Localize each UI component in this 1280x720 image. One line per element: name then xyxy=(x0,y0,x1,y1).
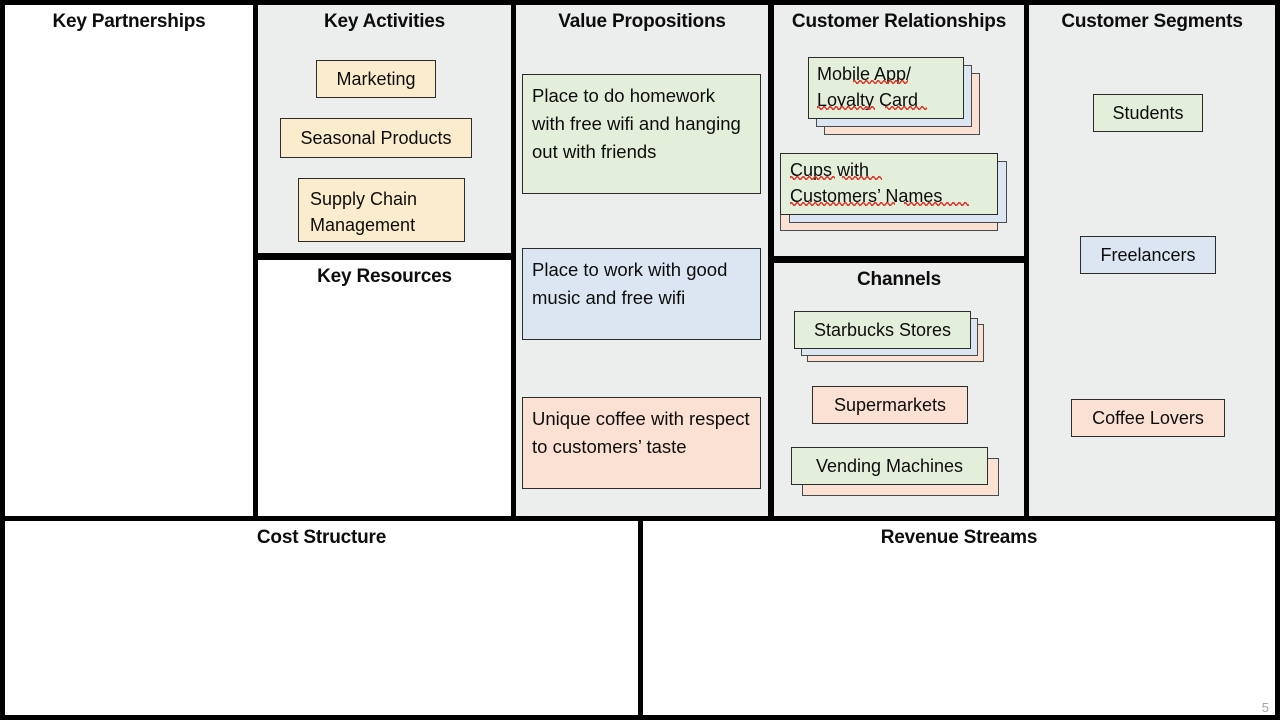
note-value-prop-homework[interactable]: Place to do homework with free wifi and … xyxy=(522,74,761,194)
block-customer-segments[interactable]: Customer Segments Students Freelancers C… xyxy=(1024,0,1280,521)
block-key-resources[interactable]: Key Resources xyxy=(253,255,516,521)
block-cost-structure[interactable]: Cost Structure xyxy=(0,516,643,720)
note-stack-cups-with-customers-names[interactable]: Cups with Customers’ Names xyxy=(780,153,1020,245)
note-seasonal-products[interactable]: Seasonal Products xyxy=(280,118,472,158)
note-starbucks-stores[interactable]: Starbucks Stores xyxy=(794,311,971,349)
revenue-streams-title: Revenue Streams xyxy=(880,527,1038,548)
block-value-propositions[interactable]: Value Propositions Place to do homework … xyxy=(511,0,773,521)
note-supermarkets[interactable]: Supermarkets xyxy=(812,386,968,424)
note-students[interactable]: Students xyxy=(1093,94,1203,132)
note-value-prop-work-music[interactable]: Place to work with good music and free w… xyxy=(522,248,761,340)
customer-segments-title: Customer Segments xyxy=(1061,11,1243,32)
note-supply-chain-management[interactable]: Supply Chain Management xyxy=(298,178,465,242)
note-stack-vending-machines[interactable]: Vending Machines xyxy=(791,447,1011,497)
page-number: 5 xyxy=(1261,700,1269,715)
key-resources-title: Key Resources xyxy=(317,266,452,287)
channels-title: Channels xyxy=(857,269,941,290)
value-propositions-title: Value Propositions xyxy=(558,11,726,32)
note-cups-with-customers-names[interactable]: Cups with Customers’ Names xyxy=(780,153,998,215)
key-activities-title: Key Activities xyxy=(323,11,446,32)
customer-relationships-title: Customer Relationships xyxy=(791,11,1007,32)
block-key-partnerships[interactable]: Key Partnerships xyxy=(0,0,258,521)
note-stack-starbucks-stores[interactable]: Starbucks Stores xyxy=(794,311,1010,369)
note-value-prop-unique-coffee[interactable]: Unique coffee with respect to customers’… xyxy=(522,397,761,489)
note-mobile-app-loyalty-card[interactable]: Mobile App/ Loyalty Card xyxy=(808,57,964,119)
key-partnerships-title: Key Partnerships xyxy=(52,11,206,32)
cost-structure-title: Cost Structure xyxy=(256,527,387,548)
note-stack-mobile-app-loyalty-card[interactable]: Mobile App/ Loyalty Card xyxy=(808,57,983,135)
block-channels[interactable]: Channels Starbucks Stores Supermarkets V… xyxy=(769,258,1029,521)
block-revenue-streams[interactable]: Revenue Streams xyxy=(638,516,1280,720)
note-coffee-lovers[interactable]: Coffee Lovers xyxy=(1071,399,1225,437)
block-customer-relationships[interactable]: Customer Relationships Mobile App/ Loyal… xyxy=(769,0,1029,261)
note-vending-machines[interactable]: Vending Machines xyxy=(791,447,988,485)
block-key-activities[interactable]: Key Activities Marketing Seasonal Produc… xyxy=(253,0,516,258)
note-marketing[interactable]: Marketing xyxy=(316,60,436,98)
note-freelancers[interactable]: Freelancers xyxy=(1080,236,1216,274)
